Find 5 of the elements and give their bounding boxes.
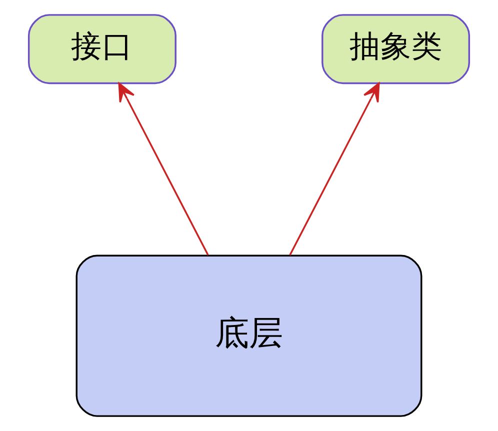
node-box: 底层 xyxy=(76,254,422,417)
node-box: 接口 xyxy=(28,14,176,84)
node-box: 抽象类 xyxy=(322,14,470,84)
arrow xyxy=(118,82,209,256)
arrow xyxy=(289,82,380,256)
